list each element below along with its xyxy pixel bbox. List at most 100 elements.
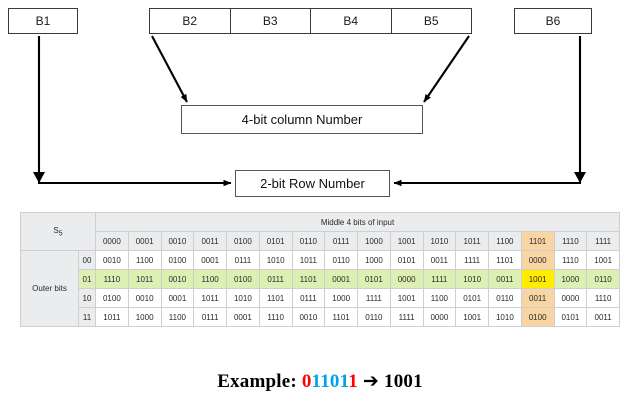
cell-r01-c1110: 1000 — [553, 269, 588, 289]
input-bits-middle-group: B2 B3 B4 B5 — [149, 8, 472, 34]
cell-r01-c1001: 0000 — [389, 269, 424, 289]
input-bit-b5-cell: B5 — [392, 9, 472, 33]
arrow-b1-elbow-head — [33, 172, 45, 183]
cell-r10-c1101: 0011 — [520, 288, 555, 308]
cell-r00-c0000: 0010 — [95, 250, 129, 270]
column-header-1110: 1110 — [553, 231, 588, 251]
cell-r10-c1100: 0110 — [488, 288, 522, 308]
input-bit-b6-label: B6 — [545, 14, 561, 28]
cell-r11-c1011: 1001 — [455, 307, 489, 327]
cell-r01-c0001: 1011 — [127, 269, 162, 289]
cell-r10-c0000: 0100 — [95, 288, 129, 308]
sbox-name-letter: S — [53, 225, 59, 235]
column-header-1001: 1001 — [389, 231, 424, 251]
cell-r01-c0011: 1100 — [193, 269, 227, 289]
cell-r11-c1101: 0100 — [520, 307, 555, 327]
cell-r11-c0111: 1101 — [324, 307, 358, 327]
cell-r01-c0111: 0001 — [324, 269, 358, 289]
cell-r10-c0011: 1011 — [193, 288, 227, 308]
cell-r11-c1010: 0000 — [422, 307, 457, 327]
cell-r01-c1010: 1111 — [422, 269, 457, 289]
input-bit-b2-cell: B2 — [150, 9, 231, 33]
cell-r00-c1000: 1000 — [357, 250, 391, 270]
cell-r01-c1100: 0011 — [488, 269, 522, 289]
cell-r01-c0000: 1110 — [95, 269, 129, 289]
sbox-name-subscript: 5 — [58, 230, 63, 238]
input-bit-b5-label: B5 — [423, 14, 439, 28]
cell-r11-c1110: 0101 — [553, 307, 588, 327]
column-number-box: 4-bit column Number — [181, 105, 423, 134]
cell-r11-c0011: 0111 — [193, 307, 227, 327]
input-bit-b1-label: B1 — [35, 14, 51, 28]
cell-r11-c1001: 1111 — [389, 307, 424, 327]
cell-r00-c1011: 1111 — [455, 250, 489, 270]
example-outer-first-bit: 0 — [301, 371, 312, 392]
column-header-0010: 0010 — [160, 231, 195, 251]
cell-r10-c0111: 1000 — [324, 288, 358, 308]
cell-r00-c0110: 1011 — [291, 250, 326, 270]
cell-r10-c1011: 0101 — [455, 288, 489, 308]
cell-r01-c0100: 0100 — [226, 269, 260, 289]
input-bit-b4-cell: B4 — [311, 9, 392, 33]
cell-r10-c1110: 0000 — [553, 288, 588, 308]
cell-r01-c1111: 0110 — [586, 269, 620, 289]
cell-r00-c0111: 0110 — [324, 250, 358, 270]
cell-r00-c1111: 1001 — [586, 250, 620, 270]
cell-r00-c0010: 0100 — [160, 250, 195, 270]
cell-r01-c1101: 1001 — [520, 269, 555, 289]
row-number-box: 2-bit Row Number — [235, 170, 390, 197]
cell-r11-c1111: 0011 — [586, 307, 620, 327]
input-bit-b1-box: B1 — [8, 8, 78, 34]
cell-r01-c1011: 1010 — [455, 269, 489, 289]
cell-r10-c1010: 1100 — [422, 288, 457, 308]
cell-r10-c0100: 1010 — [226, 288, 260, 308]
cell-r00-c1101: 0000 — [520, 250, 555, 270]
input-bit-b3-cell: B3 — [231, 9, 311, 33]
cell-r11-c0100: 0001 — [226, 307, 260, 327]
input-bit-b6-box: B6 — [514, 8, 592, 34]
middle-bits-header: Middle 4 bits of input — [95, 212, 620, 232]
cell-r00-c1001: 0101 — [389, 250, 424, 270]
column-header-1101: 1101 — [520, 231, 555, 251]
cell-r00-c0101: 1010 — [258, 250, 293, 270]
row-label-00: 00 — [78, 250, 96, 270]
table-header-row-title: S5 Middle 4 bits of input — [20, 212, 620, 251]
cell-r10-c0010: 0001 — [160, 288, 195, 308]
column-header-0001: 0001 — [127, 231, 162, 251]
cell-r00-c0011: 0001 — [193, 250, 227, 270]
column-header-1010: 1010 — [422, 231, 457, 251]
cell-r11-c0101: 1110 — [258, 307, 293, 327]
example-middle-bits: 1101 — [311, 371, 349, 392]
cell-r00-c0001: 1100 — [127, 250, 162, 270]
cell-r10-c1000: 1111 — [357, 288, 391, 308]
cell-r11-c1100: 1010 — [488, 307, 522, 327]
column-header-1100: 1100 — [488, 231, 522, 251]
cell-r11-c0000: 1011 — [95, 307, 129, 327]
column-header-0110: 0110 — [291, 231, 326, 251]
cell-r10-c1001: 1001 — [389, 288, 424, 308]
cell-r00-c1110: 1110 — [553, 250, 588, 270]
column-header-1111: 1111 — [586, 231, 620, 251]
column-header-0100: 0100 — [226, 231, 260, 251]
cell-r10-c0110: 0111 — [291, 288, 326, 308]
cell-r01-c0110: 1101 — [291, 269, 326, 289]
input-bit-b3-label: B3 — [262, 14, 278, 28]
column-header-0111: 0111 — [324, 231, 358, 251]
cell-r00-c0100: 0111 — [226, 250, 260, 270]
column-header-0000: 0000 — [95, 231, 129, 251]
input-bit-b4-label: B4 — [343, 14, 359, 28]
cell-r01-c0101: 0111 — [258, 269, 293, 289]
column-header-1011: 1011 — [455, 231, 489, 251]
column-header-0011: 0011 — [193, 231, 227, 251]
cell-r11-c0010: 1100 — [160, 307, 195, 327]
example-outer-last-bit: 1 — [348, 371, 358, 392]
row-label-01: 01 — [78, 269, 96, 289]
column-header-0101: 0101 — [258, 231, 293, 251]
row-label-10: 10 — [78, 288, 96, 308]
